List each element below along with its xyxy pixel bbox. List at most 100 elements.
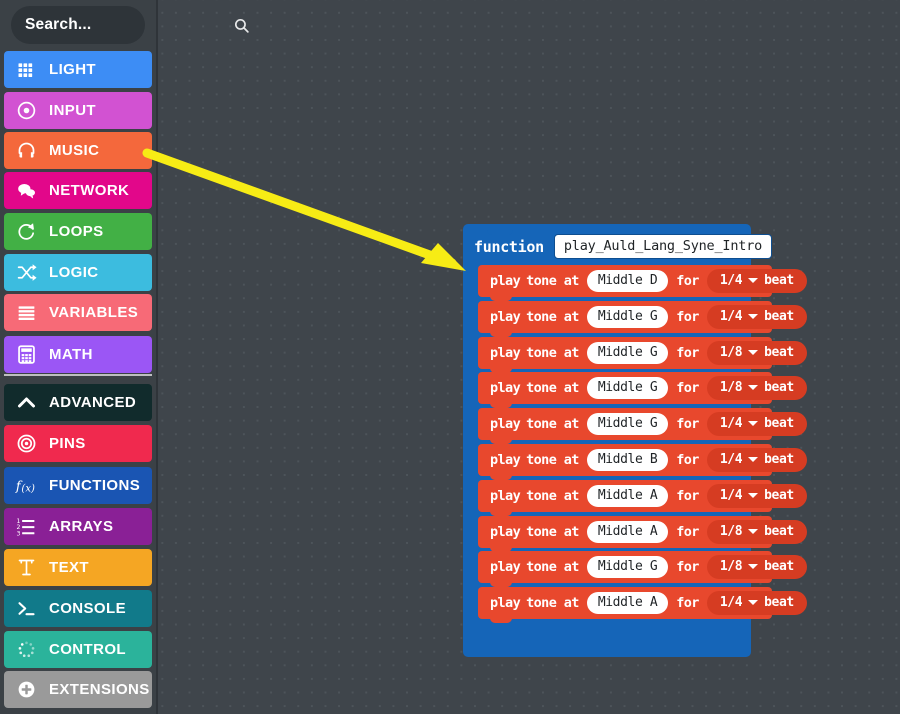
toolbox-category-pins[interactable]: PINS	[4, 425, 152, 462]
note-dropdown[interactable]: Middle G	[586, 377, 669, 400]
toolbox-category-network[interactable]: NETWORK	[4, 172, 152, 209]
note-dropdown[interactable]: Middle G	[586, 305, 669, 328]
beat-unit: beat	[764, 559, 794, 575]
note-dropdown[interactable]: Middle G	[586, 413, 669, 436]
headphones-icon	[15, 140, 37, 162]
toolbox-category-light[interactable]: LIGHT	[4, 51, 152, 88]
toolbox-category-label: PINS	[49, 435, 86, 452]
function-top-notch	[487, 226, 513, 235]
beat-value: 1/8	[719, 380, 743, 396]
block-word-play: play	[490, 523, 521, 540]
toolbox-category-extensions[interactable]: EXTENSIONS	[4, 671, 152, 708]
toolbox-category-control[interactable]: CONTROL	[4, 631, 152, 668]
loop-arrow-icon	[15, 221, 37, 243]
calculator-icon	[15, 344, 37, 366]
toolbox-category-variables[interactable]: VARIABLES	[4, 294, 152, 331]
block-word-tone-at: tone at	[526, 308, 579, 325]
toolbox-category-label: LOGIC	[49, 264, 99, 281]
note-dropdown[interactable]: Middle G	[586, 556, 669, 579]
block-word-for: for	[676, 523, 699, 540]
toolbox-category-logic[interactable]: LOGIC	[4, 254, 152, 291]
plus-circle-icon	[15, 679, 37, 701]
block-word-tone-at: tone at	[526, 523, 579, 540]
toolbox-category-label: ARRAYS	[49, 518, 114, 535]
beat-value: 1/8	[719, 523, 743, 539]
beat-unit: beat	[764, 308, 794, 324]
block-word-tone-at: tone at	[526, 595, 579, 612]
beat-unit: beat	[764, 523, 794, 539]
toolbox-category-label: MATH	[49, 346, 93, 363]
toolbox-category-label: FUNCTIONS	[49, 477, 141, 494]
toolbox-category-text[interactable]: TEXT	[4, 549, 152, 586]
note-dropdown[interactable]: Middle G	[586, 341, 669, 364]
block-word-for: for	[676, 595, 699, 612]
note-dropdown[interactable]: Middle D	[586, 270, 669, 292]
note-dropdown[interactable]: Middle A	[586, 484, 669, 507]
block-word-tone-at: tone at	[526, 380, 579, 397]
note-dropdown[interactable]: Middle B	[586, 449, 669, 471]
block-word-tone-at: tone at	[526, 273, 579, 289]
block-word-play: play	[490, 559, 521, 576]
beat-dropdown[interactable]: 1/8 beat	[706, 555, 807, 580]
spinner-dots-icon	[15, 639, 37, 661]
svg-text:2: 2	[16, 524, 20, 531]
fx-icon: f(x)	[15, 475, 37, 497]
toolbox-category-loops[interactable]: LOOPS	[4, 213, 152, 250]
chevron-down-icon	[748, 492, 759, 498]
beat-unit: beat	[764, 273, 794, 288]
terminal-icon	[15, 598, 37, 620]
beat-value: 1/8	[719, 559, 743, 575]
toolbox-category-input[interactable]: INPUT	[4, 92, 152, 129]
toolbox-category-math[interactable]: MATH	[4, 336, 152, 373]
beat-value: 1/4	[719, 452, 743, 467]
beat-value: 1/4	[719, 487, 743, 503]
search-icon	[234, 18, 249, 33]
beat-dropdown[interactable]: 1/8 beat	[706, 519, 807, 544]
block-word-play: play	[490, 487, 521, 504]
chevron-down-icon	[748, 278, 759, 283]
block-word-for: for	[676, 273, 699, 289]
toolbox-category-label: TEXT	[49, 559, 89, 576]
note-dropdown[interactable]: Middle A	[586, 520, 669, 543]
beat-dropdown[interactable]: 1/4 beat	[706, 483, 807, 508]
search-input[interactable]	[25, 16, 233, 34]
function-name-field[interactable]: play_Auld_Lang_Syne_Intro	[553, 234, 773, 259]
block-word-play: play	[490, 308, 521, 325]
note-dropdown[interactable]: Middle A	[586, 592, 669, 615]
beat-unit: beat	[764, 487, 794, 503]
chevron-down-icon	[748, 385, 759, 391]
play-tone-block[interactable]: play tone at Middle A for 1/8 beat	[478, 515, 807, 552]
toolbox-category-advanced[interactable]: ADVANCED	[4, 384, 152, 421]
toolbox-category-label: INPUT	[49, 102, 96, 119]
toolbox-category-functions[interactable]: f(x) FUNCTIONS	[4, 467, 152, 504]
toolbox-category-music[interactable]: MUSIC	[4, 132, 152, 169]
bullseye-icon	[15, 433, 37, 455]
search-box[interactable]	[11, 6, 249, 44]
beat-value: 1/8	[719, 344, 743, 360]
block-word-tone-at: tone at	[526, 416, 579, 433]
chevron-up-icon	[15, 392, 37, 414]
block-word-play: play	[490, 452, 521, 468]
block-word-for: for	[676, 380, 699, 397]
toolbox-category-console[interactable]: CONSOLE	[4, 590, 152, 627]
